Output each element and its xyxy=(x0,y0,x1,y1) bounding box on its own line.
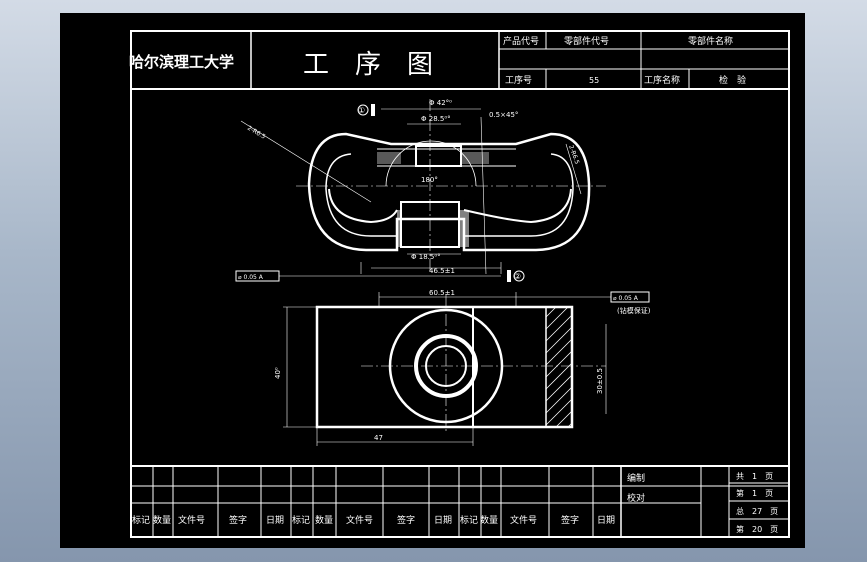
header-10: 标记 xyxy=(460,514,478,526)
tolerance-frame-left-text: ⌀ 0.05 A xyxy=(238,274,264,281)
university-name: 哈尔滨理工大学 xyxy=(129,53,234,71)
total-sheets: 总 27 页 xyxy=(736,506,778,516)
dim-bottom-length: 46.5±1 xyxy=(429,267,455,275)
dim-front-right: 30±0.5 xyxy=(596,368,604,394)
title-block: 哈尔滨理工大学 工 序 图 产品代号 零部件代号 零部件名称 工序号 55 工序… xyxy=(129,31,789,90)
dim-top-chamfer: 0.5×45° xyxy=(489,111,518,119)
proofread-label: 校对 xyxy=(627,492,645,504)
header-4: 日期 xyxy=(266,515,284,526)
process-name-label: 工序名称 xyxy=(644,74,680,86)
front-view: 60.5±1 40⁰ 30±0.5 47 ⌀ 0.05 A (钻模保证) xyxy=(274,289,651,446)
header-2: 文件号 xyxy=(178,514,205,526)
process-name: 检 验 xyxy=(719,74,746,86)
datum-2-label: ② xyxy=(514,272,521,281)
header-8: 签字 xyxy=(397,514,415,526)
datum-1-marker xyxy=(371,104,375,116)
page-no: 第 1 页 xyxy=(736,488,773,498)
header-9: 日期 xyxy=(434,515,452,526)
tolerance-frame-right xyxy=(610,291,650,303)
header-14: 日期 xyxy=(597,515,615,526)
product-code-label: 产品代号 xyxy=(503,35,539,47)
sheet-no: 第 20 页 xyxy=(736,524,778,534)
datum-2-circle xyxy=(513,270,525,282)
dim-front-height: 40⁰ xyxy=(274,367,282,379)
part-name-label: 零部件名称 xyxy=(688,35,733,47)
header-0: 标记 xyxy=(132,514,150,526)
header-3: 签字 xyxy=(229,514,247,526)
header-13: 签字 xyxy=(561,514,579,526)
total-pages: 共 1 页 xyxy=(736,472,773,481)
header-6: 数量 xyxy=(315,514,333,526)
dim-left-angle: 2-R6.5 xyxy=(246,125,267,141)
top-view: Φ 42°⁰ Φ 28.5⁰° 0.5×45° 2-R6.5 2-R6.5 18… xyxy=(235,99,606,282)
datum-1-circle xyxy=(357,104,369,116)
tolerance-frame-right-text: ⌀ 0.05 A xyxy=(613,295,639,302)
dim-front-length: 60.5±1 xyxy=(429,289,455,297)
header-12: 文件号 xyxy=(510,514,537,526)
drawing-type-title: 工 序 图 xyxy=(303,50,433,80)
dim-top-dia-1: Φ 42°⁰ xyxy=(429,99,452,107)
outer-border xyxy=(130,30,790,538)
header-11: 数量 xyxy=(480,514,498,526)
drawing-sheet: 哈尔滨理工大学 工 序 图 产品代号 零部件代号 零部件名称 工序号 55 工序… xyxy=(60,13,805,548)
datum-2-marker xyxy=(507,270,511,282)
dim-bottom-dia: Φ 18.5⁰° xyxy=(411,253,441,261)
header-7: 文件号 xyxy=(346,514,373,526)
dim-front-bottom: 47 xyxy=(374,434,383,442)
revision-table: 标记 数量 文件号 签字 日期 标记 数量 文件号 签字 日期 标记 数量 文件… xyxy=(131,465,789,537)
drill-jig-note: (钻模保证) xyxy=(617,306,651,315)
process-no-label: 工序号 xyxy=(505,74,532,86)
header-5: 标记 xyxy=(292,514,310,526)
datum-1-label: ① xyxy=(358,106,365,115)
dim-center-angle: 180° xyxy=(421,176,438,184)
compile-label: 编制 xyxy=(627,472,645,484)
header-1: 数量 xyxy=(153,514,171,526)
process-no: 55 xyxy=(589,76,599,85)
dim-top-dia-2: Φ 28.5⁰° xyxy=(421,115,451,123)
part-code-label: 零部件代号 xyxy=(564,35,609,47)
